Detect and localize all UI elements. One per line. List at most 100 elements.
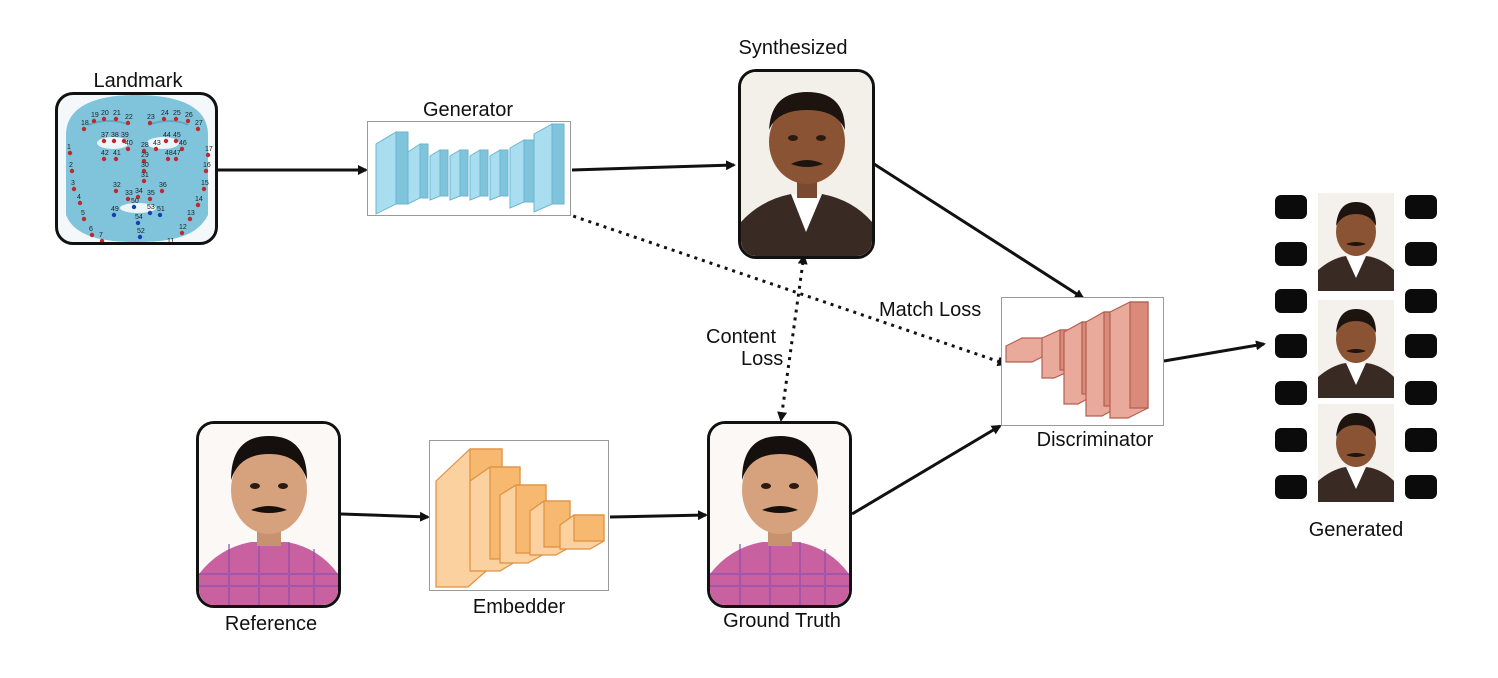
landmark-number: 46 [179,140,187,147]
landmark-dot [147,120,153,126]
landmark-dot [113,156,119,162]
landmark-dot [135,220,141,226]
landmark-dot [157,212,163,218]
landmark-dot [101,116,107,122]
landmark-number: 37 [101,132,109,139]
landmark-number: 1 [67,144,71,151]
reference-photo [196,421,341,608]
landmark-dot [69,168,75,174]
landmark-dot [195,202,201,208]
landmark-dot [99,238,105,242]
generator-layers [375,123,565,215]
landmark-number: 24 [161,110,169,117]
landmark-dot [101,156,107,162]
landmark-dot [173,138,179,144]
landmark-number: 18 [81,120,89,127]
landmark-dot [173,116,179,122]
landmark-number: 53 [147,204,155,211]
landmark-number: 42 [101,150,109,157]
landmark-dot [111,138,117,144]
content-loss-dotted-arrow [777,254,808,422]
landmark-dot [203,168,209,174]
embedder-layers [435,448,605,588]
landmark-dot [91,118,97,124]
landmark-dot [165,156,171,162]
landmark-number: 23 [147,114,155,121]
content-loss-label-line2: Loss [741,348,784,370]
landmark-number: 21 [113,110,121,117]
landmark-number: 11 [167,238,174,242]
landmark-dot [125,146,131,152]
generated-label: Generated [1308,519,1404,541]
landmark-dot [179,146,185,152]
generated-frame-3 [1318,404,1394,502]
arrow-reference-to-embedder [340,511,430,522]
landmark-number: 50 [131,198,139,205]
landmark-dot [179,230,185,236]
landmark-dot [67,150,73,156]
landmark-number: 16 [203,162,211,169]
landmark-dot [161,116,167,122]
landmark-number: 14 [195,196,203,203]
landmark-number: 27 [195,120,203,127]
landmark-dot [147,210,153,216]
landmark-dot [137,234,143,240]
landmark-dot [125,120,131,126]
content-loss-label-line1: Content [706,326,777,348]
embedder-label: Embedder [472,596,566,618]
landmark-number: 33 [125,190,133,197]
landmark-number: 26 [185,112,193,119]
landmark-number: 45 [173,132,181,139]
landmark-number: 4 [77,194,81,201]
discriminator-network-icon [1005,301,1149,419]
landmark-number: 17 [205,146,213,153]
discriminator-layers [1005,301,1149,419]
landmark-number: 41 [113,150,121,157]
match-loss-label: Match Loss [879,299,982,321]
film-sprocket-holes [1275,195,1437,499]
discriminator-network-box [1001,297,1164,426]
landmark-number: 12 [179,224,187,231]
arrow-embedder-to-groundtruth [609,510,708,521]
landmark-number: 25 [173,110,181,117]
landmark-dot [113,188,119,194]
landmark-number: 44 [163,132,171,139]
landmark-number: 6 [89,226,93,233]
synthesized-photo [738,69,875,259]
landmark-dot [159,188,165,194]
landmark-dot [195,126,201,132]
landmark-dot [111,212,117,218]
landmark-dot [81,126,87,132]
landmark-number: 20 [101,110,109,117]
landmark-number: 36 [159,182,167,189]
landmark-number: 34 [135,188,143,195]
landmark-dot [185,118,191,124]
ground-truth-person-image [710,424,849,605]
arrow-groundtruth-to-discriminator [851,424,1002,516]
reference-person-image [199,424,338,605]
landmark-number: 7 [99,232,103,239]
landmark-dot [153,146,159,152]
landmark-dot [71,186,77,192]
landmark-number: 29 [141,152,149,159]
landmark-number: 51 [157,206,165,213]
landmark-dot [113,116,119,122]
ground-truth-label: Ground Truth [723,610,841,632]
landmark-dot [163,138,169,144]
landmark-dot [141,148,147,154]
landmark-number: 47 [173,150,181,157]
generated-frame-2 [1318,300,1394,398]
landmark-number: 3 [71,180,75,187]
landmark-dot [147,196,153,202]
landmark-number: 32 [113,182,121,189]
landmark-number: 5 [81,210,85,217]
discriminator-label: Discriminator [1036,429,1154,451]
generator-network-box [367,121,571,216]
landmark-dot [187,216,193,222]
landmark-number: 22 [125,114,133,121]
